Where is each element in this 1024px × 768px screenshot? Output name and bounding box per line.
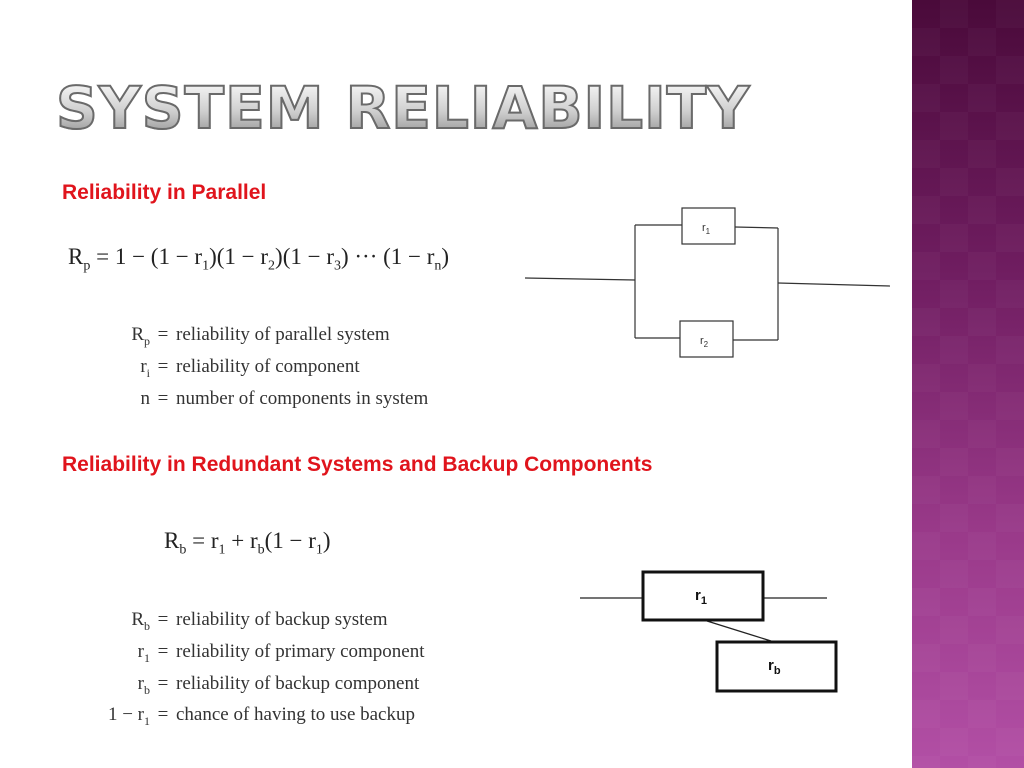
def-equals: = bbox=[157, 640, 169, 662]
def-sub: b bbox=[144, 618, 150, 633]
formula-sub: n bbox=[434, 258, 442, 274]
input-wire bbox=[524, 277, 636, 281]
definition-row: r1 = reliability of primary component bbox=[82, 639, 425, 671]
formula-part: (1 − r bbox=[264, 528, 316, 553]
primary-component-box bbox=[641, 570, 765, 622]
def-text: reliability of primary component bbox=[176, 640, 425, 662]
definition-row: Rb = reliability of backup system bbox=[82, 607, 425, 639]
def-sub: 1 bbox=[144, 714, 150, 729]
component-r2-box bbox=[679, 320, 734, 358]
backup-diagram: r1 rb bbox=[580, 570, 838, 693]
def-equals: = bbox=[157, 355, 169, 377]
redundant-heading: Reliability in Redundant Systems and Bac… bbox=[62, 453, 653, 476]
def-text: reliability of backup component bbox=[176, 672, 420, 694]
backup-component-box bbox=[715, 640, 838, 693]
def-equals: = bbox=[157, 704, 169, 726]
output-wire bbox=[777, 282, 891, 287]
formula-part: ) ··· (1 − r bbox=[340, 244, 435, 269]
slide-title: SYSTEM RELIABILITY bbox=[55, 74, 751, 142]
parallel-heading: Reliability in Parallel bbox=[62, 181, 267, 204]
formula-part: ) bbox=[322, 528, 331, 553]
definition-row: rb = reliability of backup component bbox=[82, 671, 425, 703]
component-r1-label: r1 bbox=[702, 222, 711, 236]
primary-component-label: r1 bbox=[695, 587, 707, 607]
formula-part: )(1 − r bbox=[209, 244, 269, 269]
definition-row: n = number of components in system bbox=[112, 386, 429, 418]
def-sub: 1 bbox=[144, 650, 150, 665]
def-text: reliability of parallel system bbox=[176, 324, 390, 345]
backup-formula: Rb = r1 + rb(1 − r1) bbox=[164, 528, 331, 559]
def-symbol: n bbox=[140, 387, 151, 409]
formula-sub: 1 bbox=[218, 542, 226, 558]
def-text: reliability of backup system bbox=[176, 609, 388, 630]
formula-lhs-sub: b bbox=[179, 542, 187, 558]
formula-part: = 1 − (1 − r bbox=[96, 244, 203, 269]
parallel-diagram: r1 r2 bbox=[524, 207, 891, 358]
formula-part: + r bbox=[225, 528, 258, 553]
def-text: chance of having to use backup bbox=[176, 704, 415, 726]
component-r1-box bbox=[681, 207, 736, 245]
formula-part: = r bbox=[192, 528, 219, 553]
formula-part: )(1 − r bbox=[275, 244, 334, 269]
top-wire-right bbox=[734, 226, 779, 229]
def-equals: = bbox=[157, 609, 169, 630]
decorative-sidebar bbox=[912, 0, 1024, 768]
formula-lhs: R bbox=[68, 244, 84, 269]
backup-definitions: Rb=reliability of backup system r1=relia… bbox=[82, 607, 425, 734]
parallel-formula: Rp = 1 − (1 − r1)(1 − r2)(1 − r3) ··· (1… bbox=[68, 244, 449, 275]
def-sub: b bbox=[144, 682, 150, 697]
def-equals: = bbox=[157, 324, 169, 345]
definition-row: ri = reliability of component bbox=[112, 354, 428, 386]
def-sub: i bbox=[146, 365, 150, 380]
def-symbol: r bbox=[137, 672, 144, 694]
definition-row: 1 − r1 = chance of having to use backup bbox=[82, 702, 425, 734]
formula-lhs: R bbox=[164, 528, 180, 553]
def-symbol: R bbox=[131, 324, 144, 345]
def-symbol: r bbox=[137, 640, 144, 662]
formula-part: ) bbox=[441, 244, 450, 269]
formula-sub: 1 bbox=[315, 542, 323, 558]
definition-row: Rp = reliability of parallel system bbox=[112, 322, 428, 354]
def-symbol: r bbox=[140, 355, 147, 377]
backup-link bbox=[706, 620, 772, 642]
def-text: number of components in system bbox=[176, 387, 429, 409]
sidebar-pattern bbox=[912, 0, 1024, 768]
parallel-definitions: Rp = reliability of parallel system ri = rel… bbox=[112, 322, 428, 417]
def-symbol: R bbox=[131, 609, 144, 630]
formula-lhs-sub: p bbox=[83, 258, 91, 274]
def-equals: = bbox=[157, 387, 169, 409]
backup-component-label: rb bbox=[768, 657, 781, 677]
def-symbol: 1 − r bbox=[107, 704, 144, 726]
formula-sub: 1 bbox=[202, 258, 210, 274]
formula-sub: 3 bbox=[333, 258, 341, 274]
def-equals: = bbox=[157, 672, 169, 694]
formula-sub: 2 bbox=[268, 258, 276, 274]
def-sub: p bbox=[144, 333, 150, 348]
formula-sub: b bbox=[257, 542, 265, 558]
def-text: reliability of component bbox=[176, 355, 360, 377]
component-r2-label: r2 bbox=[700, 335, 709, 349]
